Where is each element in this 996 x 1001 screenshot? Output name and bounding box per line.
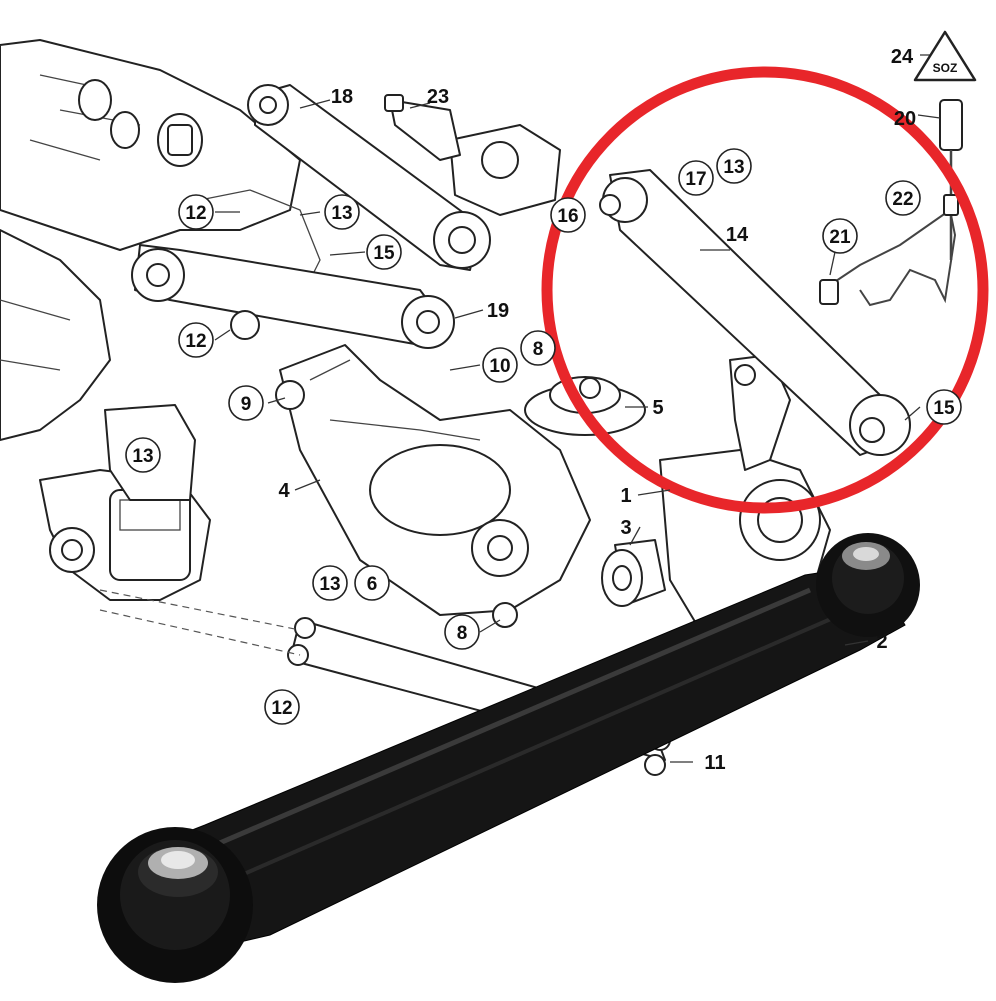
callout-15: 15 [366, 234, 402, 270]
highlight-circle [541, 66, 989, 514]
callout-bubble [354, 565, 390, 601]
callout-12: 12 [178, 194, 214, 230]
callout-bubble [885, 180, 921, 216]
callout-number: 8 [457, 623, 468, 644]
callout-4: 4 [278, 480, 290, 502]
callout-bubble [520, 330, 556, 366]
callout-bubble [482, 347, 518, 383]
control-arm-19 [131, 244, 455, 349]
callout-13: 13 [324, 194, 360, 230]
callout-13: 13 [716, 148, 752, 184]
callout-10: 10 [482, 347, 518, 383]
callout-8: 8 [444, 614, 480, 650]
callout-number: 1 [620, 485, 631, 507]
callout-number: 13 [319, 574, 340, 595]
callout-number: 22 [892, 189, 913, 210]
callout-11: 11 [704, 752, 725, 774]
callout-3: 3 [620, 517, 631, 539]
rear-subframe-drawing [0, 39, 561, 601]
callout-number: 11 [704, 752, 725, 774]
callout-number: 12 [185, 203, 206, 224]
callout-bubble [178, 194, 214, 230]
callout-bubble [178, 322, 214, 358]
callout-16: 16 [550, 197, 586, 233]
callout-bubble [716, 148, 752, 184]
callout-13: 13 [312, 565, 348, 601]
callout-bubble [312, 565, 348, 601]
callout-bubble [228, 385, 264, 421]
callout-9: 9 [228, 385, 264, 421]
callout-bubble [264, 689, 300, 725]
callout-2: 2 [876, 631, 887, 653]
callout-13: 13 [125, 437, 161, 473]
callout-number: 20 [894, 108, 916, 130]
callout-bubble [324, 194, 360, 230]
upper-control-arm-18 [247, 84, 491, 271]
warning-triangle-icon: SOZ [913, 30, 977, 82]
callout-23: 23 [427, 86, 449, 108]
callout-number: 13 [723, 157, 744, 178]
callout-bubble [822, 218, 858, 254]
callout-14: 14 [726, 224, 749, 246]
callout-number: 2 [876, 631, 887, 653]
callout-8: 8 [520, 330, 556, 366]
callout-17: 17 [678, 160, 714, 196]
callout-number: 15 [373, 243, 395, 264]
callout-number: 4 [278, 480, 290, 502]
callout-bubble [125, 437, 161, 473]
callout-number: 8 [533, 339, 544, 360]
warning-symbol-text: SOZ [933, 61, 958, 75]
callout-number: 17 [685, 169, 706, 190]
callout-bubble [550, 197, 586, 233]
rear-control-arm-photo [97, 533, 920, 983]
callout-number: 24 [891, 46, 914, 68]
callout-22: 22 [885, 180, 921, 216]
callout-number: 14 [726, 224, 749, 246]
wishbone-4 [275, 344, 591, 628]
callout-number: 13 [132, 446, 153, 467]
callout-5: 5 [652, 397, 663, 419]
callout-number: 15 [933, 398, 955, 419]
rubber-bushing-3 [601, 539, 666, 607]
callout-bubble [926, 389, 962, 425]
callout-number: 3 [620, 517, 631, 539]
callout-number: 12 [185, 331, 206, 352]
callout-number: 12 [271, 698, 292, 719]
callout-12: 12 [264, 689, 300, 725]
callout-bubble [444, 614, 480, 650]
callout-number: 13 [331, 203, 352, 224]
callout-number: 16 [557, 206, 578, 227]
callout-20: 20 [894, 108, 916, 130]
callout-1: 1 [620, 485, 631, 507]
callout-19: 19 [487, 300, 509, 322]
callout-18: 18 [331, 86, 353, 108]
callout-number: 10 [489, 356, 510, 377]
callout-21: 21 [822, 218, 858, 254]
control-arm-14 [599, 169, 911, 456]
callout-number: 9 [241, 394, 252, 415]
callout-6: 6 [354, 565, 390, 601]
callout-12: 12 [178, 322, 214, 358]
callout-number: 5 [652, 397, 663, 419]
callout-number: 6 [367, 574, 378, 595]
callout-number: 23 [427, 86, 449, 108]
callout-bubble [678, 160, 714, 196]
callout-number: 21 [829, 227, 851, 248]
callout-24: 24 [891, 46, 914, 68]
callout-number: 18 [331, 86, 353, 108]
callout-number: 19 [487, 300, 509, 322]
callout-15: 15 [926, 389, 962, 425]
callout-bubble [366, 234, 402, 270]
